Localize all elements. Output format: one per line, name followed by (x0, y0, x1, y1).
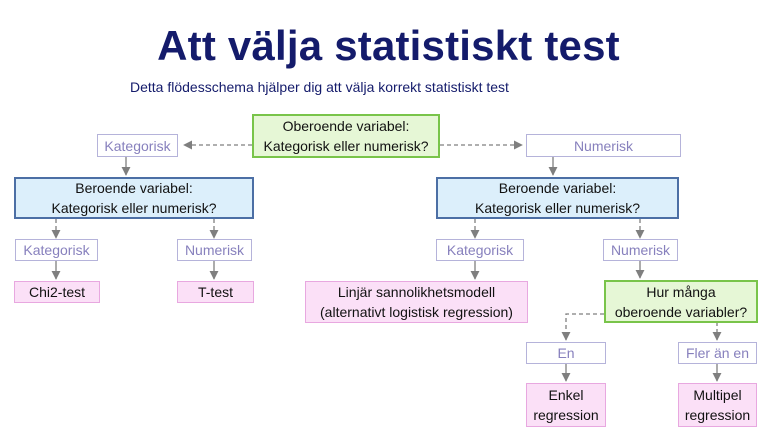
right-sub-kategorisk-label: Kategorisk (436, 239, 524, 261)
right-numerisk-label: Numerisk (526, 134, 681, 157)
how-many-independent-node: Hur många oberoende variabler? (604, 280, 758, 323)
chi2-test-result: Chi2-test (14, 281, 100, 303)
left-kategorisk-label: Kategorisk (97, 134, 178, 157)
left-sub-kategorisk-label: Kategorisk (15, 239, 98, 261)
one-variable-label: En (526, 342, 606, 364)
left-sub-numerisk-label: Numerisk (177, 239, 252, 261)
edge-how-many-to-en (561, 313, 604, 341)
right-sub-numerisk-label: Numerisk (603, 239, 678, 261)
simple-regression-result: Enkel regression (526, 383, 606, 427)
left-dependent-question-node: Beroende variabel: Kategorisk eller nume… (14, 177, 254, 219)
page-subtitle: Detta flödesschema hjälper dig att välja… (130, 79, 509, 95)
t-test-result: T-test (177, 281, 254, 303)
right-dependent-question-node: Beroende variabel: Kategorisk eller nume… (436, 177, 679, 219)
linear-probability-model-result: Linjär sannolikhetsmodell (alternativt l… (305, 281, 528, 323)
page-title: Att välja statistiskt test (157, 22, 620, 69)
multiple-regression-result: Multipel regression (678, 383, 757, 427)
more-than-one-label: Fler än en (678, 342, 757, 364)
root-decision-node: Oberoende variabel: Kategorisk eller num… (252, 114, 440, 158)
